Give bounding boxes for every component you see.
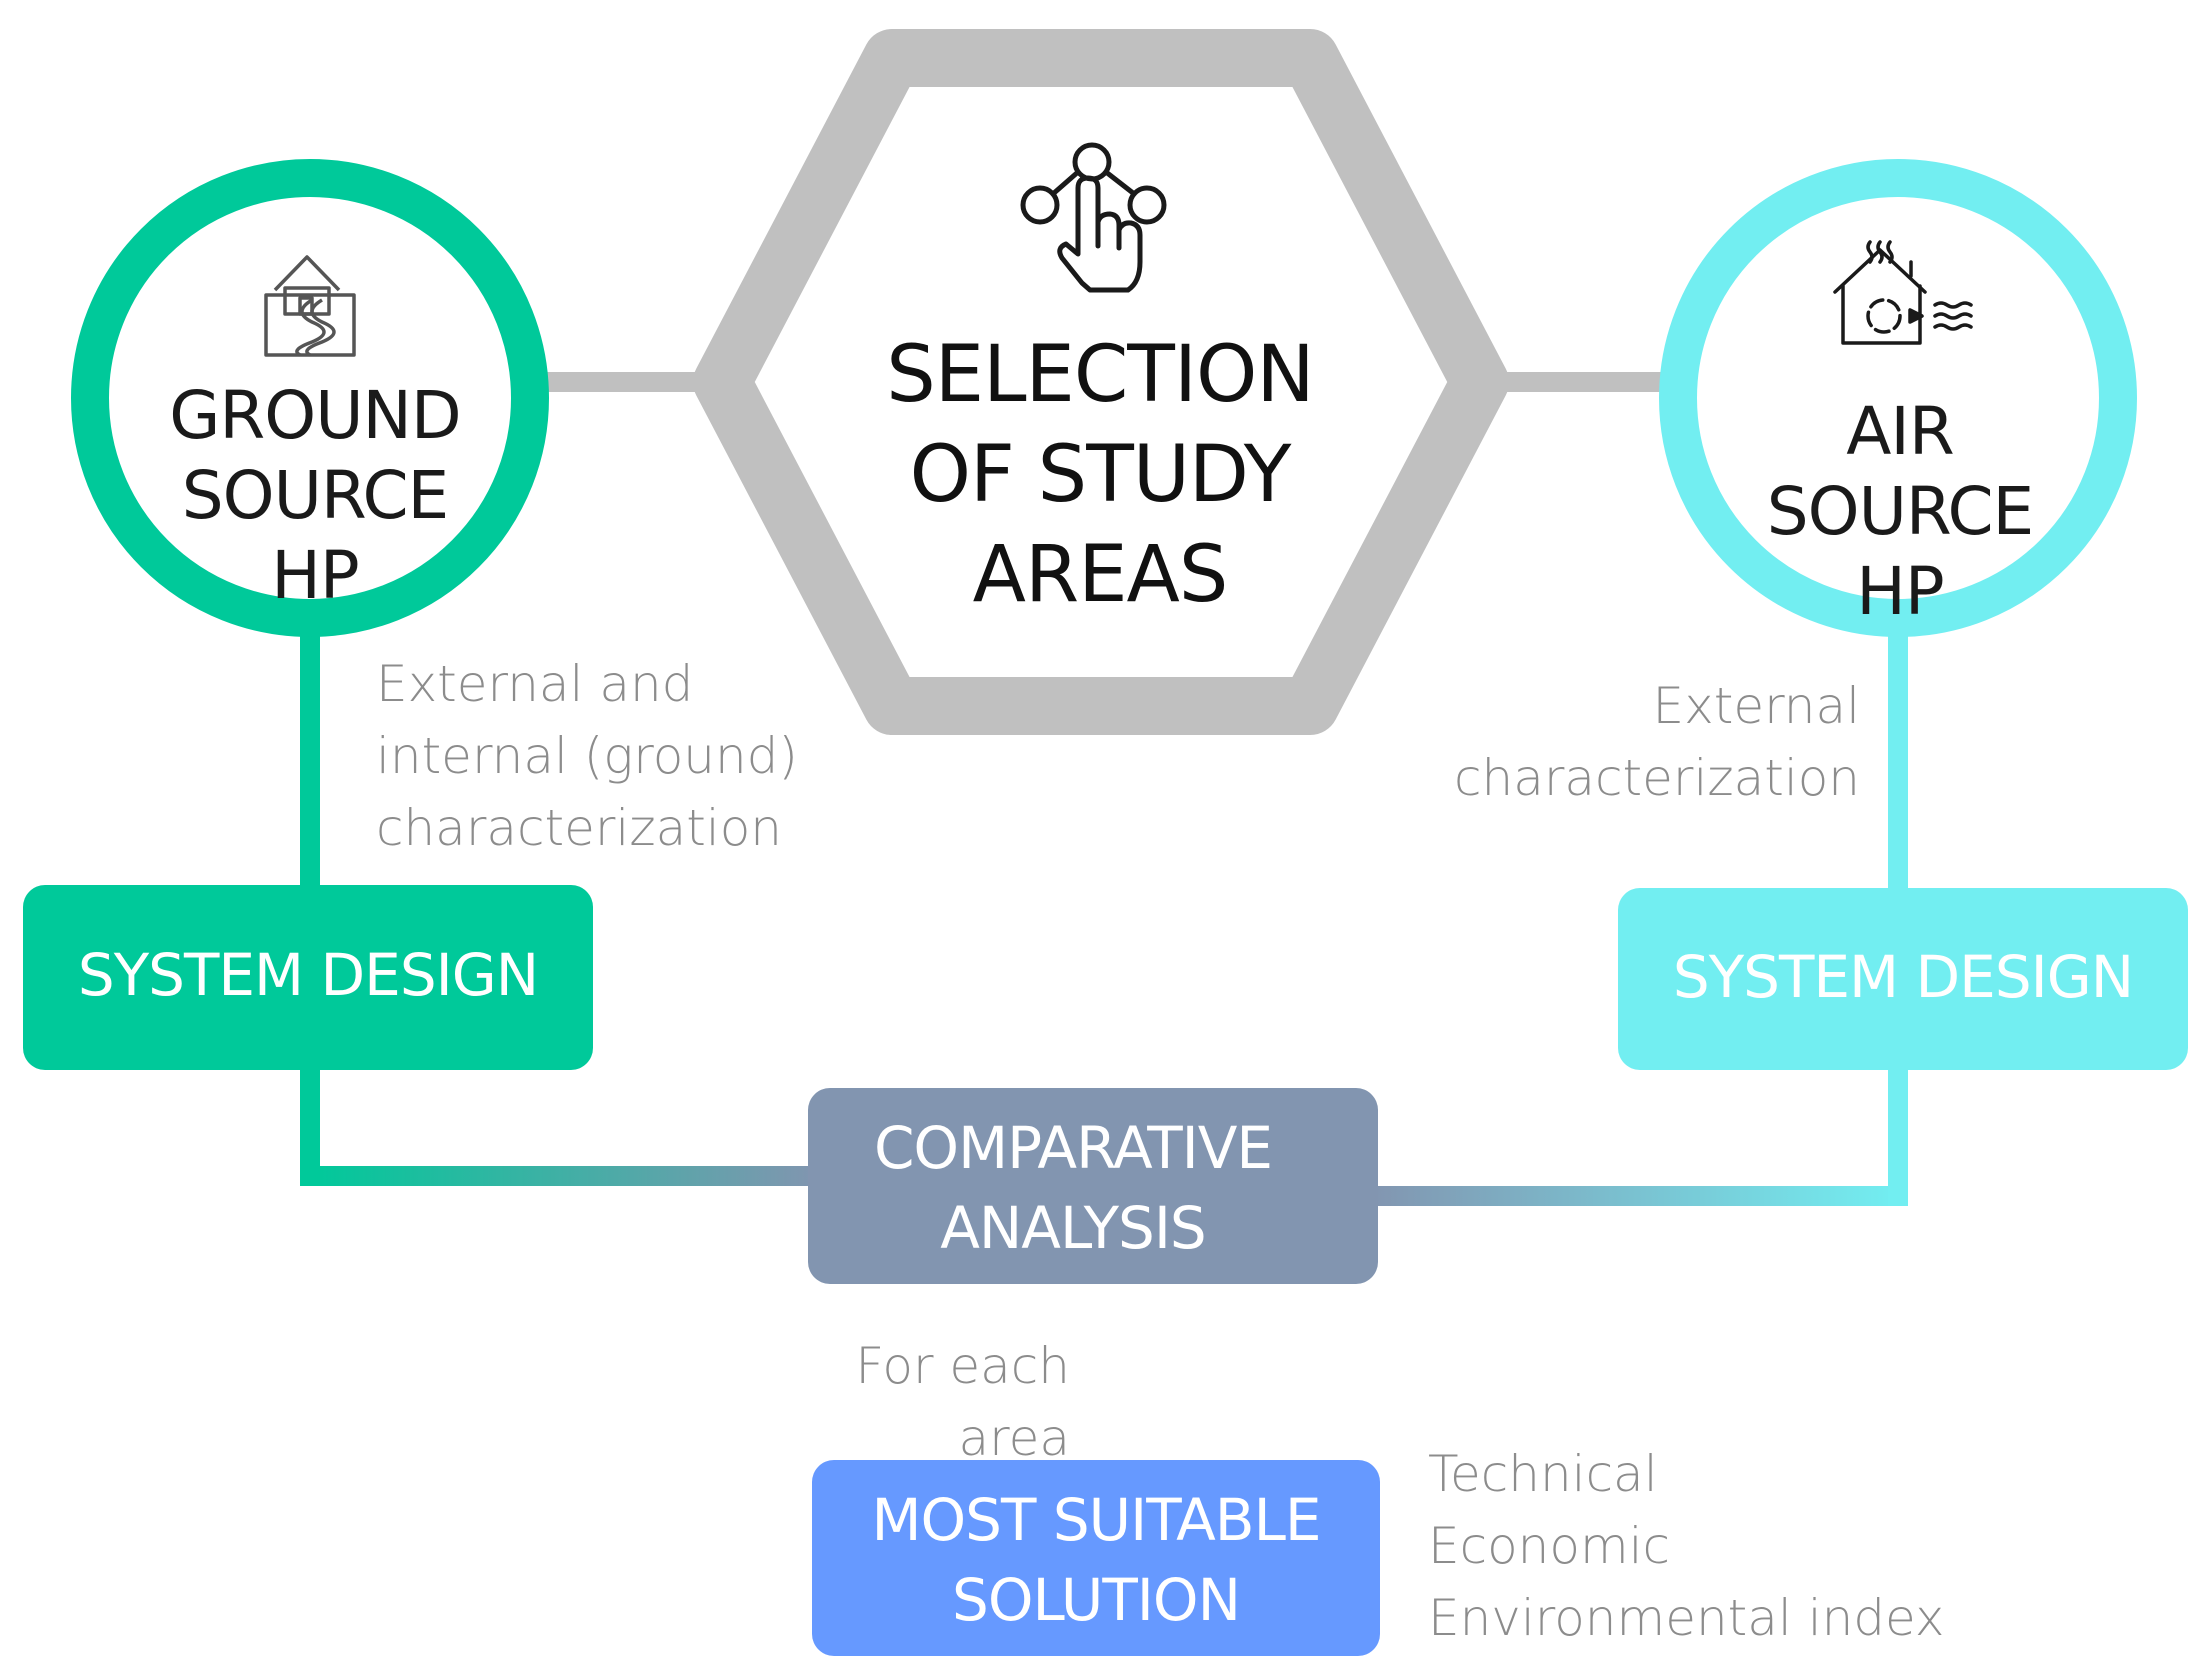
selection-title-line-3: AREAS — [972, 530, 1229, 620]
air-source-title-line-1: AIR SOURCE — [1766, 393, 2035, 550]
air-system-design-label: SYSTEM DESIGN — [1672, 943, 2134, 1011]
comparative-analysis-title: COMPARATIVE ANALYSIS — [808, 1108, 1338, 1268]
selection-title: SELECTION OF STUDY AREAS — [820, 325, 1380, 625]
solution-title-line-1: MOST SUITABLE — [871, 1486, 1321, 1554]
air-note-line-2: characterization — [1454, 749, 1860, 807]
air-note-line-1: External — [1652, 677, 1860, 735]
house-ground-loop-icon — [264, 255, 356, 357]
ground-note-line-1: External and — [376, 655, 694, 713]
air-source-title-line-2: HP — [1856, 553, 1944, 630]
connector-air-design-to-comparative — [1370, 1060, 1908, 1206]
most-suitable-solution-box — [812, 1460, 1380, 1656]
criteria-item: Economic — [1428, 1517, 1671, 1575]
ground-system-design-box — [23, 885, 593, 1070]
air-source-circle — [1659, 159, 2137, 637]
criteria-item: Environmental index — [1428, 1589, 1945, 1647]
ground-source-title: GROUND SOURCE HP — [130, 376, 500, 616]
most-suitable-solution-title: MOST SUITABLE SOLUTION — [812, 1480, 1380, 1640]
connector-ground-design-to-comparative — [300, 1060, 820, 1186]
ground-note-line-3: characterization — [376, 799, 782, 857]
air-source-title: AIR SOURCE HP — [1710, 392, 2090, 632]
solution-title-line-2: SOLUTION — [952, 1566, 1241, 1634]
comparative-title-line-2: ANALYSIS — [940, 1194, 1207, 1262]
ground-source-circle — [71, 159, 549, 637]
selection-title-line-1: SELECTION — [886, 330, 1314, 420]
evaluation-criteria-list: Technical Economic Environmental index — [1428, 1438, 1988, 1654]
ground-characterization-note: External and internal (ground) character… — [376, 648, 816, 864]
air-characterization-note: External characterization — [1450, 670, 1860, 814]
ground-source-title-line-2: SOURCE HP — [181, 457, 450, 614]
criteria-item: Technical — [1428, 1445, 1658, 1503]
house-air-flow-icon — [1833, 240, 1973, 345]
ground-source-title-line-1: GROUND — [169, 377, 461, 454]
air-system-design-box — [1618, 888, 2188, 1070]
comparative-analysis-box — [808, 1088, 1378, 1284]
comparative-title-line-1: COMPARATIVE — [873, 1114, 1273, 1182]
ground-note-line-2: internal (ground) — [376, 727, 798, 785]
ground-system-design-label: SYSTEM DESIGN — [77, 941, 539, 1009]
hand-pointer-network-icon — [1020, 142, 1167, 293]
selection-title-line-2: OF STUDY — [909, 430, 1292, 520]
for-each-area-note: For each area — [855, 1337, 1070, 1467]
selection-hexagon — [693, 29, 1509, 735]
